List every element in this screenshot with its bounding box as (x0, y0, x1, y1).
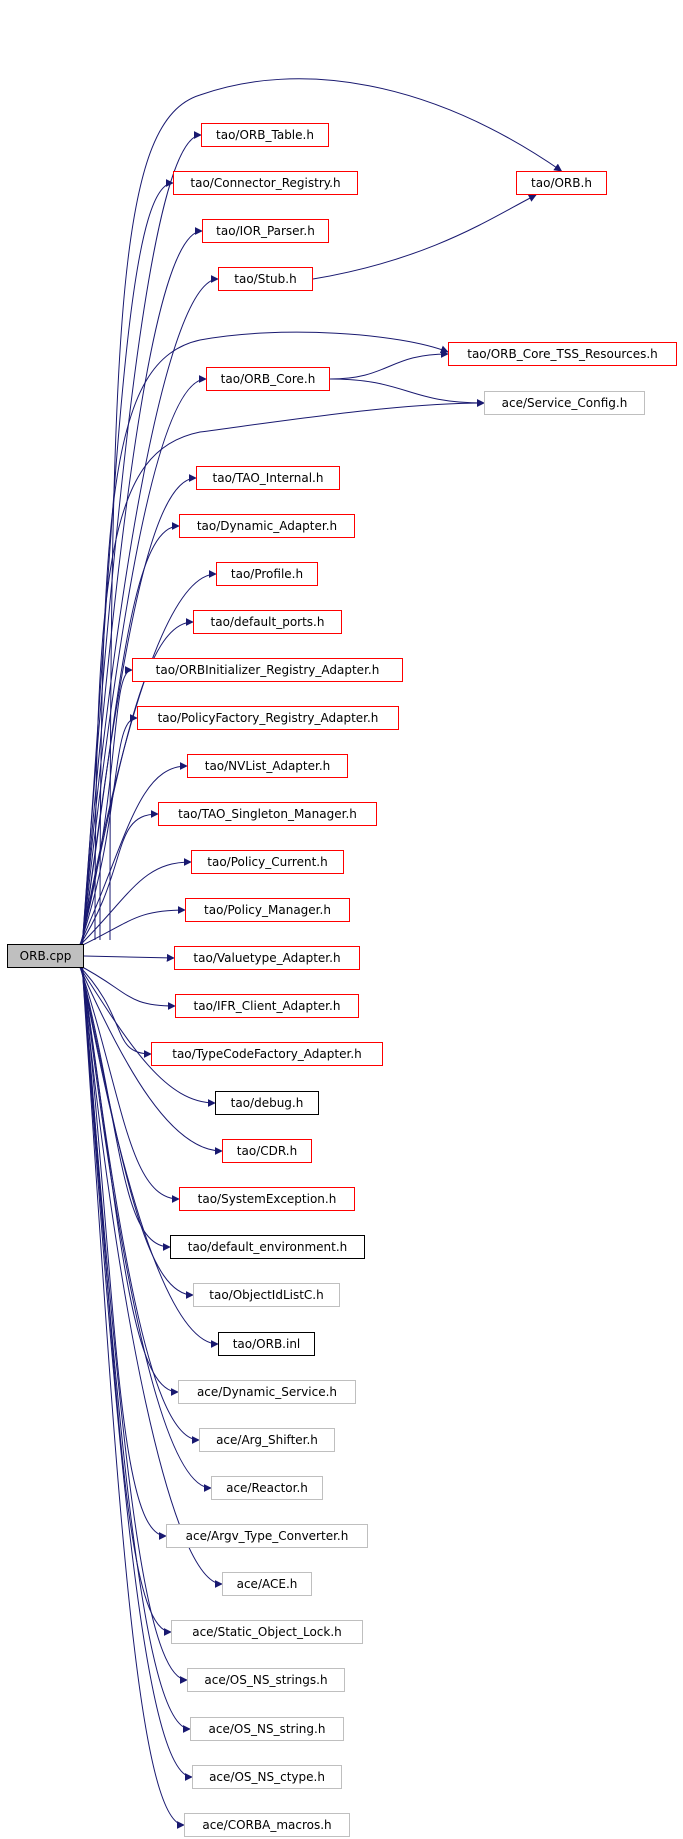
node-profile[interactable]: tao/Profile.h (216, 562, 318, 586)
edge-root-to-typecodefactory-adapter (76, 963, 152, 1058)
edge-root-to-dynamic-adapter (80, 522, 180, 949)
node-typecodefactory-adapter[interactable]: tao/TypeCodeFactory_Adapter.h (151, 1042, 383, 1066)
edge-root-to-os-ns-ctype (81, 963, 193, 1781)
edge-root-to-debug (77, 963, 216, 1107)
node-orb-inl[interactable]: tao/ORB.inl (218, 1332, 315, 1356)
edge-root-to-policyfactory-adapter (78, 714, 138, 949)
edge-root-to-orb-core (81, 375, 207, 949)
edge-root-to-stub (81, 275, 219, 949)
node-dynamic-service[interactable]: ace/Dynamic_Service.h (178, 1380, 356, 1404)
node-static-object-lock[interactable]: ace/Static_Object_Lock.h (171, 1620, 363, 1644)
node-objectidlistc[interactable]: tao/ObjectIdListC.h (193, 1283, 340, 1307)
node-os-ns-ctype[interactable]: ace/OS_NS_ctype.h (192, 1765, 342, 1789)
node-os-ns-string[interactable]: ace/OS_NS_string.h (190, 1717, 344, 1741)
node-ior-parser[interactable]: tao/IOR_Parser.h (202, 219, 329, 243)
edge-root-to-ace-h (81, 963, 223, 1588)
edge-root-to-os-ns-strings (81, 963, 188, 1684)
edge-root-to-nvlist-adapter (77, 762, 188, 949)
edge-root-to-orbinit-adapter (79, 666, 133, 949)
node-dynamic-adapter[interactable]: tao/Dynamic_Adapter.h (179, 514, 355, 538)
node-ifr-client-adapter[interactable]: tao/IFR_Client_Adapter.h (175, 994, 359, 1018)
edge-root-to-os-ns-string (81, 963, 191, 1733)
edge-stub-to-orb-h (312, 194, 537, 280)
node-orb-table[interactable]: tao/ORB_Table.h (201, 123, 329, 147)
edge-root-to-argv-type-converter (81, 963, 167, 1540)
edge-root-to-objectidlistc (79, 963, 194, 1299)
edge-root-to-arg-shifter (81, 963, 200, 1444)
edge-root-to-connector-registry (81, 179, 174, 949)
node-tao-internal[interactable]: tao/TAO_Internal.h (196, 466, 340, 490)
node-orb-core-tss[interactable]: tao/ORB_Core_TSS_Resources.h (448, 342, 677, 366)
node-default-ports[interactable]: tao/default_ports.h (193, 610, 342, 634)
node-os-ns-strings[interactable]: ace/OS_NS_strings.h (187, 1668, 345, 1692)
node-orb-h[interactable]: tao/ORB.h (516, 171, 607, 195)
edge-root-to-orb-inl (80, 963, 219, 1348)
edge-root-to-singleton-manager (77, 810, 159, 949)
edge-root-to-policy-current (76, 858, 192, 949)
node-orb-core[interactable]: tao/ORB_Core.h (206, 367, 330, 391)
node-policy-manager[interactable]: tao/Policy_Manager.h (185, 898, 350, 922)
edge-root-to-ifr-client-adapter (76, 963, 176, 1010)
edge-root-to-orb-h (109, 78, 563, 941)
edge-orb-core-to-orb-core-tss (329, 350, 449, 380)
node-stub[interactable]: tao/Stub.h (218, 267, 313, 291)
node-policyfactory-adapter[interactable]: tao/PolicyFactory_Registry_Adapter.h (137, 706, 399, 730)
edge-root-to-reactor (81, 963, 212, 1492)
node-nvlist-adapter[interactable]: tao/NVList_Adapter.h (187, 754, 348, 778)
node-systemexception[interactable]: tao/SystemException.h (179, 1187, 355, 1211)
edge-root-to-default-environment (79, 963, 171, 1251)
node-orbinit-adapter[interactable]: tao/ORBInitializer_Registry_Adapter.h (132, 658, 403, 682)
node-argv-type-converter[interactable]: ace/Argv_Type_Converter.h (166, 1524, 368, 1548)
edge-root-to-service-config (94, 399, 485, 941)
edge-orb-core-to-service-config (329, 378, 485, 407)
edge-root-to-cdr (77, 963, 223, 1155)
edge-root-to-orb-core-tss (99, 331, 449, 941)
node-connector-registry[interactable]: tao/Connector_Registry.h (173, 171, 358, 195)
edge-root-to-valuetype-adapter (83, 953, 175, 962)
edge-root-to-policy-manager (76, 906, 186, 949)
node-policy-current[interactable]: tao/Policy_Current.h (191, 850, 344, 874)
node-corba-macros[interactable]: ace/CORBA_macros.h (184, 1813, 350, 1837)
edge-root-to-systemexception (78, 963, 180, 1203)
node-reactor[interactable]: ace/Reactor.h (211, 1476, 323, 1500)
node-service-config[interactable]: ace/Service_Config.h (484, 391, 645, 415)
node-cdr[interactable]: tao/CDR.h (222, 1139, 312, 1163)
node-default-environment[interactable]: tao/default_environment.h (170, 1235, 365, 1259)
edge-root-to-corba-macros (81, 963, 185, 1829)
node-arg-shifter[interactable]: ace/Arg_Shifter.h (199, 1428, 335, 1452)
node-orb-cpp[interactable]: ORB.cpp (7, 944, 84, 968)
node-valuetype-adapter[interactable]: tao/Valuetype_Adapter.h (174, 946, 360, 970)
node-singleton-manager[interactable]: tao/TAO_Singleton_Manager.h (158, 802, 377, 826)
node-ace-h[interactable]: ace/ACE.h (222, 1572, 312, 1596)
node-debug[interactable]: tao/debug.h (215, 1091, 319, 1115)
